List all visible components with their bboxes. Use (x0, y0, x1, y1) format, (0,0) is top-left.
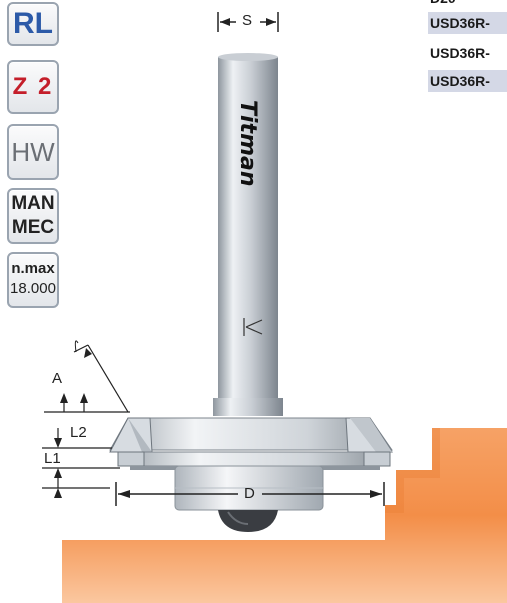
teeth-badge: Z 2 (7, 60, 59, 114)
teeth-label: Z 2 (12, 73, 54, 100)
shank (218, 57, 278, 402)
code-row: USD36R- (428, 12, 507, 34)
max-speed-value: 18.000 (10, 280, 56, 297)
shank-dimension-label: S (242, 12, 253, 29)
rotation-label: RL (13, 7, 53, 40)
brand-logo: Titman (235, 100, 260, 187)
length2-dimension-label: L2 (70, 424, 87, 441)
max-speed-badge: n.max 18.000 (7, 252, 59, 308)
rotation-badge: RL (7, 2, 59, 46)
feed-label-manual: MAN (11, 193, 55, 214)
angle-dimension-label: A (52, 370, 63, 387)
length1-dimension-label: L1 (44, 450, 61, 467)
code-row: USD36R- (430, 45, 490, 61)
feed-badge: MAN MEC (7, 188, 59, 244)
diameter-dimension-label: D (244, 485, 255, 502)
groove-cutter (117, 451, 391, 467)
cutter-body (109, 417, 393, 451)
code-header: D20 (428, 0, 456, 9)
feed-label-mechanical: MEC (11, 217, 55, 238)
code-row: USD36R- (428, 70, 507, 92)
bearing-screw (218, 510, 278, 532)
max-speed-label: n.max (11, 260, 55, 277)
material-badge: HW (7, 124, 59, 180)
material-label: HW (11, 137, 55, 167)
workpiece (62, 428, 507, 603)
workpiece-profile-shade (385, 428, 440, 513)
